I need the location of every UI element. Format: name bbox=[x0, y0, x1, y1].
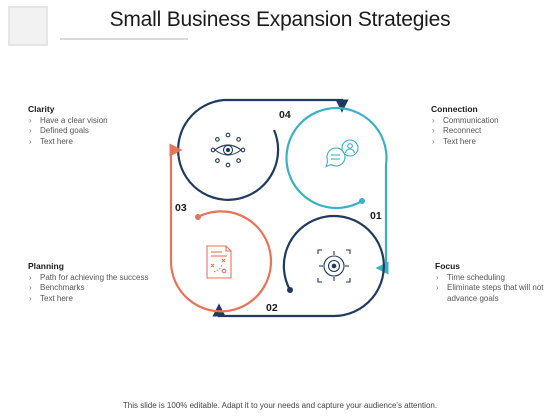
eye-vision-icon bbox=[210, 132, 246, 168]
target-icon bbox=[317, 249, 351, 283]
bullet-chevron-icon: › bbox=[29, 136, 32, 146]
bullet-chevron-icon: › bbox=[432, 136, 435, 146]
footer-note: This slide is 100% editable. Adapt it to… bbox=[122, 401, 438, 410]
planning-block: Planning ›Path for achieving the success… bbox=[28, 261, 168, 304]
chat-person-icon bbox=[325, 139, 359, 168]
connection-item: ›Reconnect bbox=[432, 126, 482, 135]
step-02-ring bbox=[212, 214, 385, 318]
bullet-chevron-icon: › bbox=[436, 283, 439, 292]
bullet-chevron-icon: › bbox=[29, 272, 32, 282]
bullet-chevron-icon: › bbox=[29, 283, 32, 292]
clarity-item: ›Have a clear vision bbox=[29, 115, 108, 125]
title-underline bbox=[60, 38, 188, 40]
focus-item: ›Time scheduling bbox=[436, 272, 505, 282]
step-03-number: 03 bbox=[175, 202, 187, 214]
step-04-number: 04 bbox=[279, 109, 291, 121]
clarity-heading: Clarity bbox=[28, 104, 55, 114]
focus-heading: Focus bbox=[435, 261, 461, 271]
clarity-item: ›Text here bbox=[29, 136, 73, 146]
bullet-chevron-icon: › bbox=[436, 272, 439, 282]
step-03-ring bbox=[169, 143, 273, 313]
corner-decoration bbox=[8, 6, 48, 46]
focus-item: ›Eliminate steps that will not advance g… bbox=[436, 283, 544, 303]
step-01-ring bbox=[285, 106, 389, 275]
strategy-document-icon bbox=[206, 245, 232, 279]
bullet-chevron-icon: › bbox=[29, 115, 32, 125]
bullet-chevron-icon: › bbox=[432, 115, 435, 125]
bullet-chevron-icon: › bbox=[29, 293, 32, 303]
planning-item: ›Path for achieving the success bbox=[29, 272, 149, 282]
connection-item: ›Text here bbox=[432, 136, 476, 146]
bullet-chevron-icon: › bbox=[432, 126, 435, 135]
connection-block: Connection ›Communication ›Reconnect ›Te… bbox=[431, 104, 551, 147]
planning-heading: Planning bbox=[28, 261, 64, 271]
clarity-block: Clarity ›Have a clear vision ›Defined go… bbox=[28, 104, 158, 147]
connection-item: ›Communication bbox=[432, 115, 499, 125]
step-01-number: 01 bbox=[370, 210, 382, 222]
step-04-ring bbox=[177, 98, 349, 201]
slide-title: Small Business Expansion Strategies bbox=[109, 8, 451, 31]
step-02-number: 02 bbox=[266, 302, 278, 314]
connection-heading: Connection bbox=[431, 104, 478, 114]
clarity-item: ›Defined goals bbox=[29, 126, 89, 135]
focus-block: Focus ›Time scheduling ›Eliminate steps … bbox=[435, 261, 547, 304]
planning-item: ›Benchmarks bbox=[29, 283, 85, 292]
bullet-chevron-icon: › bbox=[29, 126, 32, 135]
planning-item: ›Text here bbox=[29, 293, 73, 303]
